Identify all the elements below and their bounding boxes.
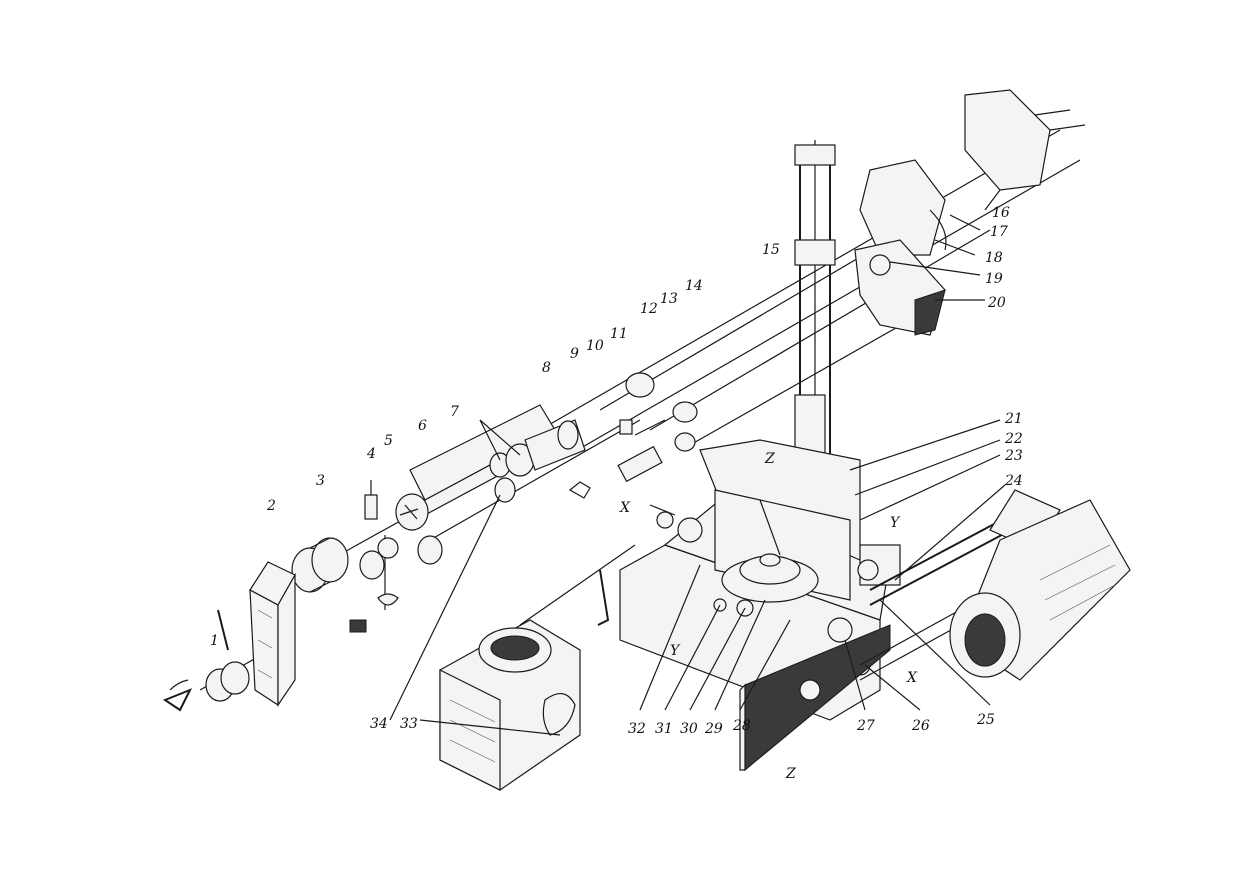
label-18: 18	[985, 250, 1003, 266]
axis-z-lower: Z	[785, 766, 796, 782]
label-11: 11	[610, 326, 628, 342]
label-26: 26	[911, 718, 930, 734]
front-plate	[739, 624, 891, 772]
part-labels: 1 2 3 4 5 6 7 8 9 10 11 12 13 14 15 16 1…	[210, 205, 1023, 737]
label-15: 15	[762, 242, 780, 258]
label-22: 22	[1004, 431, 1023, 447]
label-16: 16	[992, 205, 1010, 221]
label-17: 17	[990, 224, 1008, 240]
right-drum	[949, 489, 1131, 681]
leader-lines	[389, 189, 1006, 736]
axis-labels: X X Y Y Z Z	[619, 451, 918, 782]
label-10: 10	[586, 338, 604, 354]
micrometer-head	[349, 480, 399, 633]
axis-x-upper: X	[619, 500, 631, 516]
label-28: 28	[732, 718, 751, 734]
label-23: 23	[1004, 448, 1023, 464]
eyepiece-3	[291, 537, 349, 593]
prism-housing	[859, 89, 1086, 256]
mirror-bracket	[854, 239, 946, 336]
label-3: 3	[316, 473, 325, 489]
lens-barrels	[617, 372, 698, 483]
label-21: 21	[1004, 411, 1023, 427]
label-7: 7	[450, 404, 459, 420]
label-12: 12	[640, 301, 658, 317]
label-31: 31	[655, 721, 673, 737]
vertical-column	[794, 140, 836, 500]
prism-block-2	[249, 561, 296, 707]
label-34: 34	[370, 716, 388, 732]
label-14: 14	[685, 278, 703, 294]
label-8: 8	[542, 360, 551, 376]
label-13: 13	[660, 291, 678, 307]
axis-y-left: Y	[670, 643, 681, 659]
label-5: 5	[384, 433, 393, 449]
label-25: 25	[976, 712, 995, 728]
axis-x-lower: X	[906, 670, 918, 686]
label-1: 1	[210, 633, 219, 649]
lower-left-block	[439, 619, 581, 791]
label-19: 19	[985, 271, 1003, 287]
label-4: 4	[366, 446, 376, 462]
label-33: 33	[400, 716, 418, 732]
axis-y-right: Y	[890, 515, 901, 531]
label-29: 29	[704, 721, 723, 737]
label-6: 6	[418, 418, 427, 434]
label-2: 2	[266, 498, 276, 514]
label-32: 32	[628, 721, 646, 737]
label-24: 24	[1004, 473, 1023, 489]
eyepiece-1	[162, 609, 250, 712]
label-27: 27	[856, 718, 875, 734]
label-30: 30	[680, 721, 698, 737]
label-9: 9	[570, 346, 579, 362]
label-20: 20	[987, 295, 1006, 311]
axis-z-upper: Z	[764, 451, 775, 467]
eyepiece-tube	[395, 404, 591, 565]
